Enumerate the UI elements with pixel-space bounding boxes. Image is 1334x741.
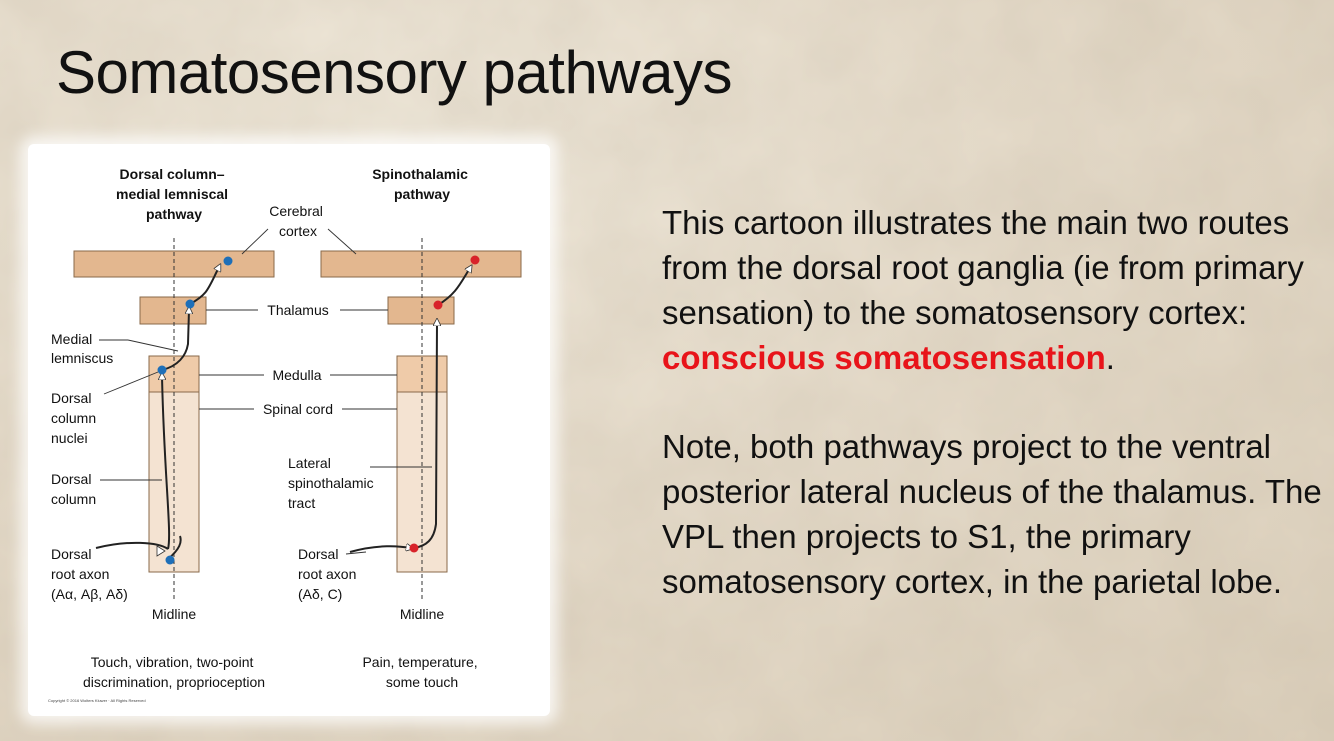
- medial-lemniscus-label: Medial lemniscus: [51, 331, 113, 366]
- cerebral-cortex-label: Cerebral cortex: [269, 203, 327, 239]
- right-dorsal-root-axon: [349, 546, 410, 553]
- intro-text: This cartoon illustrates the main two ro…: [662, 204, 1304, 331]
- right-root-axon-label: Dorsal root axon (Aδ, C): [298, 546, 360, 602]
- right-thalamocortical-axon: [437, 268, 470, 306]
- pathway-diagram: Dorsal column– medial lemniscal pathway …: [48, 166, 522, 703]
- right-spinal-cell-body: [409, 543, 419, 553]
- left-root-axon-label: Dorsal root axon (Aα, Aβ, Aδ): [51, 546, 128, 602]
- left-dcn-cell-body: [157, 365, 167, 375]
- right-cortical-cell-body: [470, 255, 480, 265]
- left-dorsal-root-axon: [95, 541, 169, 550]
- spinal-cord-label: Spinal cord: [263, 401, 333, 417]
- intro-end: .: [1105, 339, 1115, 376]
- thalamus-label: Thalamus: [267, 302, 328, 318]
- right-pathway-caption: Pain, temperature, some touch: [362, 654, 481, 690]
- left-pathway-caption: Touch, vibration, two-point discriminati…: [83, 654, 265, 690]
- right-root-leader: [345, 551, 367, 555]
- left-midline-label: Midline: [152, 606, 197, 622]
- note-paragraph: Note, both pathways project to the ventr…: [662, 428, 1322, 600]
- slide-body: This cartoon illustrates the main two ro…: [662, 200, 1322, 604]
- dorsal-column-label: Dorsal column: [51, 471, 96, 507]
- cortex-leader-right: [327, 228, 357, 255]
- medial-lemniscus-leader-2: [127, 339, 179, 352]
- right-vpl-cell-body: [433, 300, 443, 310]
- left-vpl-cell-body: [185, 299, 195, 309]
- left-thalamocortical-axon: [189, 267, 219, 305]
- left-dorsal-column-axon: [162, 376, 171, 550]
- left-pathway-title: Dorsal column– medial lemniscal pathway: [116, 166, 232, 222]
- highlight-text: conscious somatosensation: [662, 339, 1106, 376]
- cortex-leader-left: [241, 228, 269, 255]
- dorsal-column-nuclei-label: Dorsal column nuclei: [51, 390, 100, 446]
- right-midline-label: Midline: [400, 606, 445, 622]
- pathway-figure: Dorsal column– medial lemniscal pathway …: [28, 144, 550, 716]
- dcn-leader: [103, 371, 159, 395]
- copyright-notice: Copyright © 2016 Wolters Kluwer · All Ri…: [48, 698, 146, 703]
- medulla-label: Medulla: [272, 367, 321, 383]
- left-root-terminal: [165, 555, 175, 565]
- lateral-spinothalamic-tract-label: Lateral spinothalamic tract: [288, 455, 378, 511]
- intro-paragraph: This cartoon illustrates the main two ro…: [662, 200, 1322, 380]
- right-cerebral-cortex: [320, 250, 522, 278]
- slide-title: Somatosensory pathways: [56, 39, 733, 106]
- left-cortical-cell-body: [223, 256, 233, 266]
- left-root-synapse-marker: [156, 545, 166, 557]
- right-pathway-title: Spinothalamic pathway: [372, 166, 472, 202]
